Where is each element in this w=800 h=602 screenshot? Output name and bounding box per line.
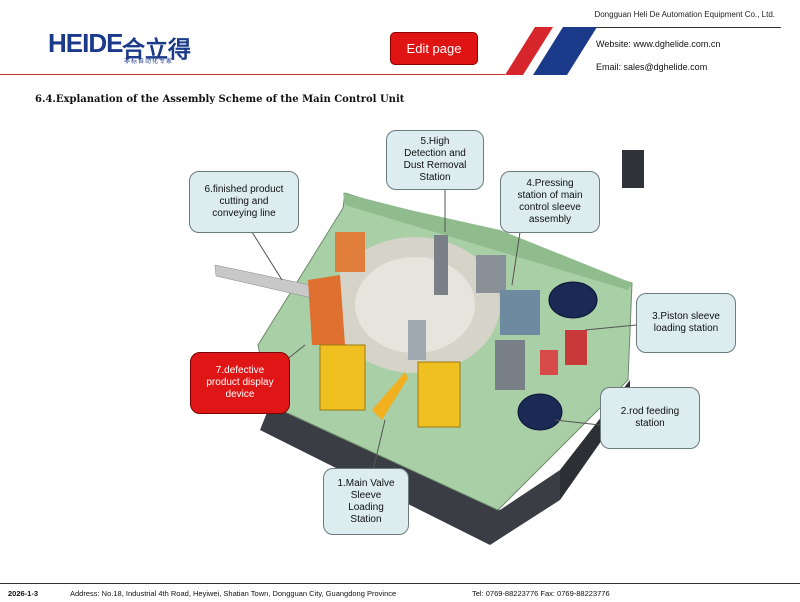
footer-address: Address: No.18, Industrial 4th Road, Hey… [70, 589, 397, 598]
callout-line: assembly [528, 214, 572, 225]
header-divider-right [596, 27, 781, 28]
callout-line: Dust Removal [403, 160, 467, 171]
callout-line: Loading [348, 501, 384, 513]
callout-piston-sleeve: 3.Piston sleeve loading station [636, 293, 736, 353]
callout-line: 5.High [420, 136, 450, 147]
callout-main-valve: 1.Main Valve Sleeve Loading Station [323, 468, 409, 535]
header-divider [0, 74, 505, 75]
callout-line: conveying line [212, 208, 276, 219]
callout-line: 7.defective [215, 365, 265, 376]
footer-date: 2026-1-3 [8, 589, 39, 598]
callout-line: Detection and [404, 148, 466, 159]
edit-page-button[interactable]: Edit page [390, 32, 478, 65]
email-text: Email: sales@dghelide.com [596, 62, 708, 72]
callout-line: Station [419, 172, 451, 183]
website-text: Website: www.dghelide.com.cn [596, 39, 721, 49]
callout-line: control sleeve [519, 202, 581, 213]
footer-divider [0, 583, 800, 584]
callout-line: station of main [517, 190, 583, 201]
company-name: Dongguan Heli De Automation Equipment Co… [594, 10, 775, 19]
callout-line: 3.Piston sleeve [652, 311, 720, 322]
callout-defective-display: 7.defective product display device [190, 352, 290, 414]
section-heading: 6.4.Explanation of the Assembly Scheme o… [35, 94, 405, 105]
callout-line: loading station [653, 323, 719, 334]
footer-tel: Tel: 0769-88223776 Fax: 0769-88223776 [472, 589, 610, 598]
logo-chinese: 合立得 [122, 37, 191, 63]
callout-line: 2.rod feeding [620, 406, 680, 417]
callout-high-detection: 5.High Detection and Dust Removal Statio… [386, 130, 484, 190]
callout-line: 4.Pressing [526, 178, 574, 189]
callout-line: Station [350, 513, 382, 525]
callout-pressing-station: 4.Pressing station of main control sleev… [500, 171, 600, 233]
callout-rod-feeding: 2.rod feeding station [600, 387, 700, 449]
callout-line: product display [206, 377, 274, 388]
stripe-decoration-icon [505, 27, 597, 75]
logo-wordmark: HEIDE [48, 28, 123, 58]
callout-line: device [225, 389, 255, 400]
callout-line: cutting and [219, 196, 269, 207]
callout-line: 1.Main Valve [337, 477, 395, 489]
callout-line: station [635, 418, 665, 429]
logo-subtitle: 非标自动化专家 [124, 58, 174, 65]
callout-finished-product: 6.finished product cutting and conveying… [189, 171, 299, 233]
callout-line: Sleeve [350, 489, 382, 501]
callout-line: 6.finished product [204, 184, 284, 195]
